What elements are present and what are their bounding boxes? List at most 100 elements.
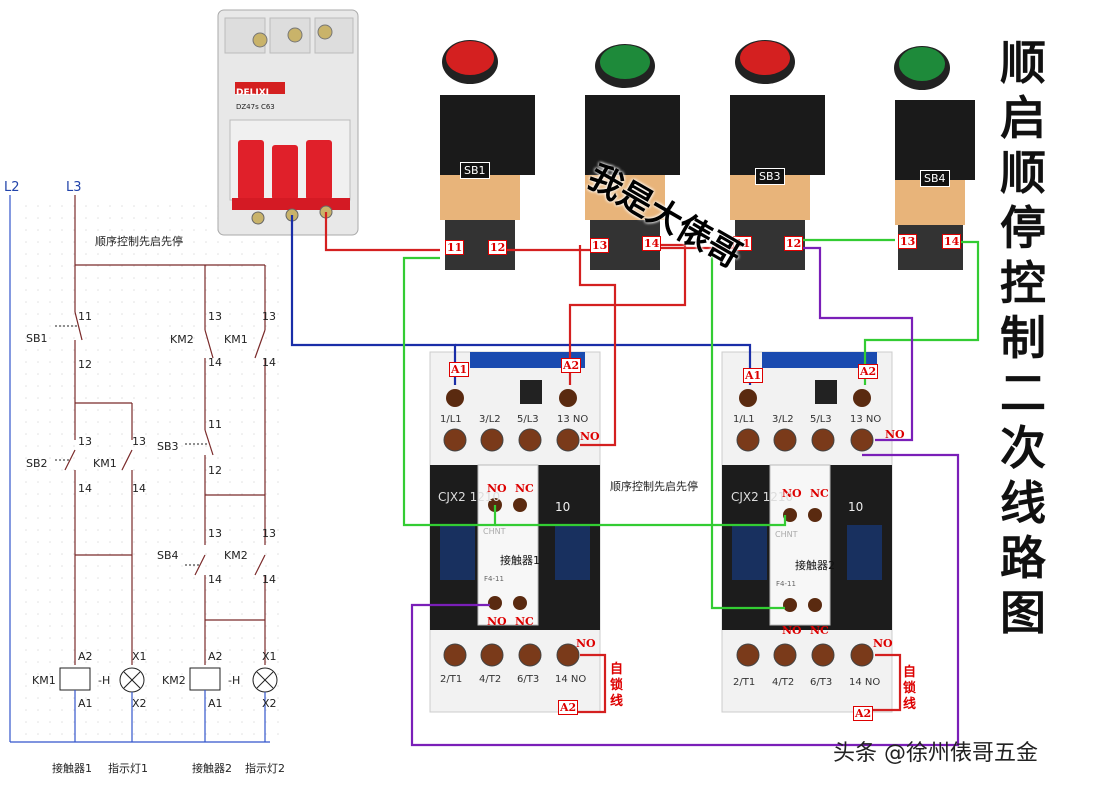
credit: 头条 @徐州俵哥五金 <box>833 741 1038 766</box>
c2-aux-no: NO <box>782 487 802 500</box>
km1-coil-bottom: A1 <box>78 697 93 710</box>
footer-lamp-1: 指示灯1 <box>108 762 148 775</box>
km2-coil-top: A2 <box>208 650 223 663</box>
sb3-bottom: 12 <box>208 464 222 477</box>
c2-term-2: 2/T1 <box>733 677 756 688</box>
schematic-heading: 顺序控制先启先停 <box>95 235 183 248</box>
c1-model: CJX2 1210 <box>438 490 501 504</box>
sb1-t2: 12 <box>488 240 508 255</box>
c1-a2: A2 <box>561 358 582 373</box>
km2-coil-suffix: -H <box>228 674 241 687</box>
sb1-bottom: 12 <box>78 358 92 371</box>
km2-coil-label: KM2 <box>162 674 186 687</box>
c2-term-13: 13 NO <box>850 414 882 425</box>
l2-label: L2 <box>4 180 20 195</box>
c2-selflock: 自锁线 <box>903 665 917 712</box>
contactor-1 <box>429 351 601 713</box>
c2-a1: A1 <box>743 368 764 383</box>
sb4-bottom: 14 <box>208 573 222 586</box>
c1-aux-nc-b: NC <box>515 615 534 628</box>
lamp1-x1: X1 <box>132 650 147 663</box>
sb2-top: 13 <box>78 435 92 448</box>
c1-term-13: 13 NO <box>557 414 589 425</box>
title-char: 图 <box>1000 586 1046 640</box>
c1-term-5: 5/L3 <box>517 414 539 425</box>
km2-coil-bottom: A1 <box>208 697 223 710</box>
c2-rating: 10 <box>848 500 864 514</box>
sb1-t1: 11 <box>445 240 465 255</box>
circuit-breaker <box>217 9 359 236</box>
c1-aux-nc: NC <box>515 482 534 495</box>
c1-aux: F4-11 <box>484 575 504 583</box>
km2-self-contact <box>254 554 266 576</box>
wire-purple-1 <box>795 246 914 442</box>
c2-term-6: 6/T3 <box>810 677 833 688</box>
breaker-model: DZ47s C63 <box>236 103 275 111</box>
c1-term-4: 4/T2 <box>479 674 502 685</box>
grid-dots <box>20 200 280 740</box>
title-char: 路 <box>1000 531 1046 585</box>
c2-name: 接触器2 <box>795 559 835 572</box>
c2-model: CJX2 1210 <box>731 490 794 504</box>
c2-aux-nc-b: NC <box>810 624 829 637</box>
pushbutton-sb4 <box>894 46 975 270</box>
pushbutton-sb2 <box>585 44 680 270</box>
c1-no-bottom: NO <box>576 637 596 650</box>
title-char: 制 <box>1000 311 1046 365</box>
sb3-tag: SB3 <box>755 168 785 185</box>
wire-purple-3 <box>862 653 902 712</box>
wire-purple-2 <box>410 453 960 747</box>
c1-aux-no-b: NO <box>487 615 507 628</box>
title-char: 启 <box>1000 91 1046 145</box>
wire-red-5 <box>568 243 687 385</box>
sb4-tag: SB4 <box>920 170 950 187</box>
schematic <box>9 195 280 743</box>
wire-green-5 <box>863 240 980 385</box>
sb3-label: SB3 <box>157 440 179 453</box>
km1-contact-label: KM1 <box>93 457 117 470</box>
c2-term-3: 3/L2 <box>772 414 794 425</box>
c2-aux-no-b: NO <box>782 624 802 637</box>
c2-a2: A2 <box>858 364 879 379</box>
km1-b-top: 13 <box>262 310 276 323</box>
title-char: 停 <box>1000 201 1046 255</box>
pushbutton-sb1 <box>440 40 535 270</box>
c2-term-1: 1/L1 <box>733 414 755 425</box>
c1-rating: 10 <box>555 500 571 514</box>
lamp1-x2: X2 <box>132 697 147 710</box>
wire-green-2 <box>495 515 787 527</box>
contactor-2 <box>721 351 893 713</box>
title-char: 控 <box>1000 256 1046 310</box>
km1-coil-suffix: -H <box>98 674 111 687</box>
c2-term-14: 14 NO <box>849 677 881 688</box>
sb4-label: SB4 <box>157 549 179 562</box>
sb3-top: 11 <box>208 418 222 431</box>
km2-a-top: 13 <box>208 310 222 323</box>
sb4-t1: 13 <box>898 234 918 249</box>
title-char: 顺 <box>1000 146 1046 200</box>
sb3-contact <box>204 429 214 456</box>
c2-brand: CHNT <box>775 530 798 539</box>
footer-lamp-2: 指示灯2 <box>245 762 285 775</box>
c1-term-1: 1/L1 <box>440 414 462 425</box>
c2-term-5: 5/L3 <box>810 414 832 425</box>
km1-coil-top: A2 <box>78 650 93 663</box>
title-char: 二 <box>1000 366 1046 420</box>
sb4-t2: 14 <box>942 234 962 249</box>
l3-label: L3 <box>66 180 82 195</box>
title-char: 次 <box>1000 421 1046 475</box>
c1-term-2: 2/T1 <box>440 674 463 685</box>
sb3-t2: 12 <box>784 236 804 251</box>
wire-green-1 <box>402 256 497 527</box>
c1-selflock: 自锁线 <box>610 662 624 709</box>
c1-term-6: 6/T3 <box>517 674 540 685</box>
wires <box>290 212 980 747</box>
wire-red-1 <box>324 212 440 252</box>
sb2-contact <box>64 449 76 471</box>
footer-contactor-1: 接触器1 <box>52 762 92 775</box>
sb3-t1: 11 <box>733 236 753 251</box>
sb4-top: 13 <box>208 527 222 540</box>
c1-name: 接触器1 <box>500 554 540 567</box>
sb2-label: SB2 <box>26 457 48 470</box>
